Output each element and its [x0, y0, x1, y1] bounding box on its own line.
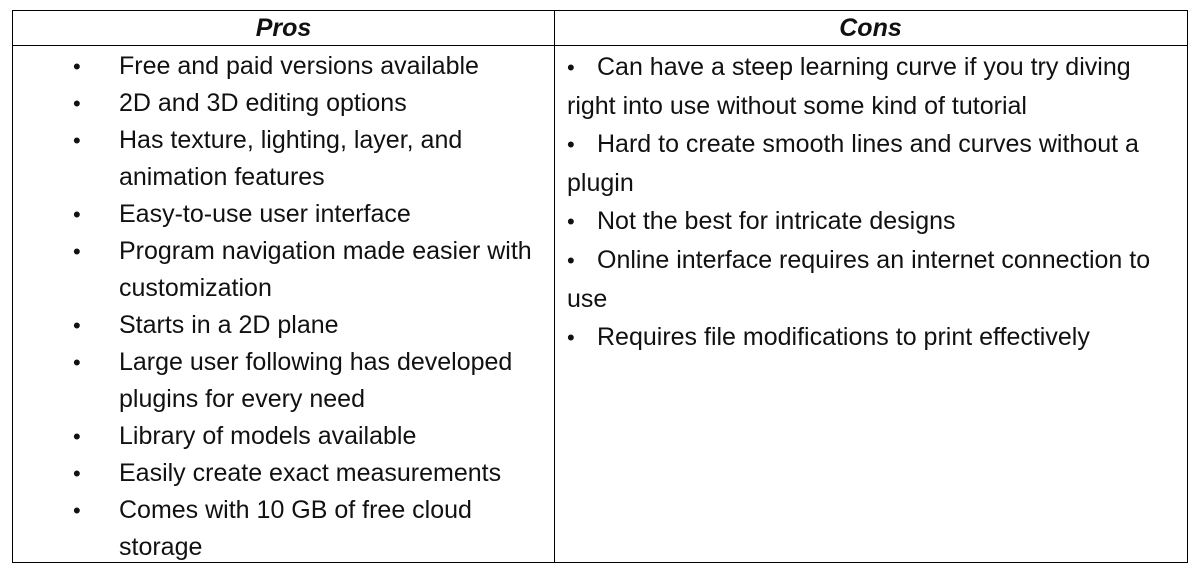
cons-item-text: Online interface requires an internet co…	[567, 246, 1151, 313]
pros-item-text: Comes with 10 GB of free cloud storage	[119, 496, 472, 561]
pros-list-item: • Program navigation made easier with cus…	[13, 233, 554, 307]
cons-list-item: • Not the best for intricate designs	[567, 202, 1185, 241]
bullet-icon: •	[73, 54, 81, 79]
pros-cons-table: Pros Cons • Free and paid versions availa…	[12, 10, 1188, 563]
column-divider	[554, 11, 555, 562]
bullet-icon: •	[567, 248, 575, 273]
pros-item-text: Starts in a 2D plane	[119, 311, 339, 339]
pros-item-text: Large user following has developed plugi…	[119, 348, 513, 413]
pros-list-item: • Starts in a 2D plane	[13, 307, 554, 344]
cons-item-text: Requires file modifications to print eff…	[597, 323, 1090, 351]
pros-list-item: • Comes with 10 GB of free cloud storage	[13, 492, 554, 566]
cons-item-text: Can have a steep learning curve if you t…	[567, 53, 1131, 120]
pros-list-item: • Easy-to-use user interface	[13, 196, 554, 233]
bullet-icon: •	[73, 202, 81, 227]
pros-column: • Free and paid versions available • 2D an…	[13, 48, 554, 566]
bullet-icon: •	[73, 498, 81, 523]
bullet-icon: •	[73, 424, 81, 449]
pros-list-item: • Library of models available	[13, 418, 554, 455]
pros-list: • Free and paid versions available • 2D an…	[13, 48, 554, 566]
bullet-icon: •	[73, 313, 81, 338]
pros-list-item: • Has texture, lighting, layer, and anima…	[13, 122, 554, 196]
bullet-icon: •	[73, 461, 81, 486]
pros-item-text: Free and paid versions available	[119, 52, 479, 80]
bullet-icon: •	[567, 132, 575, 157]
cons-header: Cons	[839, 13, 902, 42]
pros-list-item: • Large user following has developed plug…	[13, 344, 554, 418]
bullet-icon: •	[567, 55, 575, 80]
bullet-icon: •	[73, 239, 81, 264]
bullet-icon: •	[73, 91, 81, 116]
pros-item-text: Program navigation made easier with cust…	[119, 237, 532, 302]
pros-list-item: • 2D and 3D editing options	[13, 85, 554, 122]
pros-item-text: Has texture, lighting, layer, and animat…	[119, 126, 463, 191]
pros-list-item: • Free and paid versions available	[13, 48, 554, 85]
table-header-row: Pros Cons	[13, 11, 1187, 46]
bullet-icon: •	[73, 350, 81, 375]
cons-item-text: Not the best for intricate designs	[597, 207, 956, 235]
pros-item-text: Easy-to-use user interface	[119, 200, 411, 228]
cons-list-item: • Requires file modifications to print ef…	[567, 318, 1185, 357]
cons-list-item: •Hard to create smooth lines and curves …	[567, 125, 1185, 202]
pros-header: Pros	[255, 13, 312, 42]
pros-item-text: Easily create exact measurements	[119, 459, 502, 487]
cons-item-text: Hard to create smooth lines and curves w…	[567, 130, 1139, 197]
pros-list-item: • Easily create exact measurements	[13, 455, 554, 492]
pros-item-text: 2D and 3D editing options	[119, 89, 407, 117]
cons-column: •Can have a steep learning curve if you …	[567, 48, 1185, 357]
bullet-icon: •	[567, 209, 575, 234]
bullet-icon: •	[73, 128, 81, 153]
pros-item-text: Library of models available	[119, 422, 417, 450]
cons-list-item: •Online interface requires an internet c…	[567, 241, 1185, 318]
cons-list-item: •Can have a steep learning curve if you …	[567, 48, 1185, 125]
bullet-icon: •	[567, 325, 575, 350]
